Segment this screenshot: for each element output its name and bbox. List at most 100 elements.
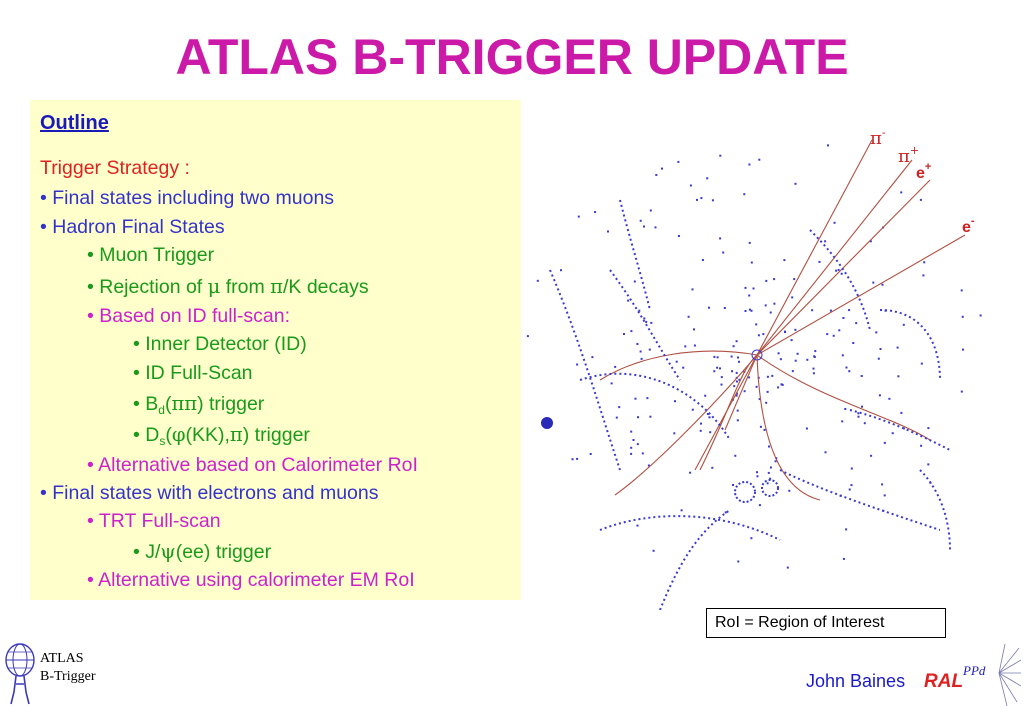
hit-point [923, 261, 926, 264]
hit-point [735, 371, 738, 374]
detector-loop-1 [734, 481, 756, 503]
hit-point [860, 375, 863, 377]
hit-point [654, 226, 657, 229]
hit-point [791, 296, 794, 299]
hit-point [748, 294, 751, 297]
particle-labels: π- π+ e+ e- [870, 126, 975, 236]
hit-point [630, 430, 633, 433]
hit-point [615, 416, 618, 419]
hit-point [719, 154, 722, 157]
bd-open: ( [164, 393, 172, 415]
atlas-logo-icon [5, 643, 35, 705]
track-pi-minus [756, 139, 873, 356]
hit-point [920, 362, 923, 365]
hit-point [723, 307, 726, 309]
item-inner-detector: • Inner Detector (ID) [133, 333, 307, 355]
hit-point [842, 317, 845, 319]
hit-point [961, 315, 964, 318]
author-name: John Baines [806, 671, 906, 691]
hit-point [833, 221, 836, 224]
hit-point [962, 348, 964, 351]
rejection-pre: • Rejection of [87, 276, 208, 298]
hit-point [677, 235, 680, 237]
atlas-b-trigger-text: ATLAS B-Trigger [40, 650, 96, 686]
hit-point [814, 350, 817, 353]
slide-title: ATLAS B-TRIGGER UPDATE [175, 29, 849, 85]
track-curl-1 [699, 354, 758, 471]
hit-point [857, 415, 860, 418]
hit-point [927, 463, 930, 466]
hit-point [636, 443, 639, 446]
hit-point [720, 383, 723, 386]
track-right-1 [756, 354, 931, 441]
hit-point [781, 383, 784, 386]
hit-point [883, 441, 886, 444]
hit-point [829, 309, 832, 312]
strategy-colon: : [179, 157, 190, 179]
hit-point [661, 167, 663, 170]
hit-point [646, 397, 649, 400]
item-bd-trigger: • Bd(ππ) trigger [133, 392, 264, 417]
hit-point [757, 334, 760, 337]
hit-point [719, 237, 722, 240]
hit-point [649, 209, 652, 212]
hit-point [735, 340, 738, 343]
hit-point [630, 446, 633, 449]
hit-point [650, 321, 653, 324]
hit-point [576, 457, 579, 460]
hit-point [720, 376, 723, 379]
track-down-2 [724, 354, 758, 431]
hit-point [748, 376, 751, 379]
hit-point [632, 439, 635, 441]
hit-point [711, 466, 714, 469]
hit-point [841, 354, 844, 357]
item-alt-calo-roi: • Alternative based on Calorimeter RoI [87, 454, 418, 476]
hit-point [927, 427, 930, 430]
ral-sparkle-icon [998, 643, 1021, 706]
hit-point [640, 357, 643, 360]
strategy-heading: Trigger Strategy : [40, 157, 190, 180]
hit-point [649, 415, 652, 418]
item-final-two-muons: • Final states including two muons [40, 187, 335, 209]
hit-point [743, 390, 746, 393]
hit-point [732, 345, 735, 348]
item-id-fullscan: • Based on ID full-scan: [87, 305, 291, 327]
hit-point [633, 280, 636, 283]
hit-point [766, 390, 769, 393]
item-final-electrons-muons: • Final states with electrons and muons [40, 482, 379, 504]
hit-point [691, 288, 694, 291]
hit-point [655, 174, 658, 176]
hit-point [861, 405, 863, 408]
hit-point [774, 460, 777, 463]
hit-point [637, 416, 639, 419]
hit-point [813, 356, 816, 358]
hit-point [643, 225, 645, 228]
hit-point [691, 408, 694, 411]
hit-point [881, 483, 884, 486]
hit-point [750, 261, 753, 264]
hit-point [677, 160, 680, 163]
hit-point [722, 251, 725, 254]
label-pi-plus: π+ [898, 144, 919, 167]
institute-ppd: PPd [963, 663, 986, 678]
hit-point [878, 394, 881, 397]
hit-point [711, 199, 714, 202]
hit-point [630, 330, 633, 333]
hit-point [765, 401, 768, 404]
bd-sub: d [158, 403, 165, 417]
outline-panel: Outline Trigger Strategy : • Final state… [30, 100, 521, 600]
hit-point [689, 184, 692, 187]
hit-point [674, 400, 676, 403]
hit-point [758, 158, 761, 161]
hit-point [576, 363, 579, 366]
hit-point [607, 230, 609, 233]
hit-point [827, 144, 829, 147]
hit-point [794, 328, 797, 331]
hit-point [700, 422, 702, 425]
hit-point [891, 432, 894, 435]
hit-point [777, 352, 780, 355]
hit-point [855, 322, 858, 325]
hit-point [701, 259, 704, 261]
hit-point [790, 339, 793, 342]
hit-point [736, 419, 739, 422]
